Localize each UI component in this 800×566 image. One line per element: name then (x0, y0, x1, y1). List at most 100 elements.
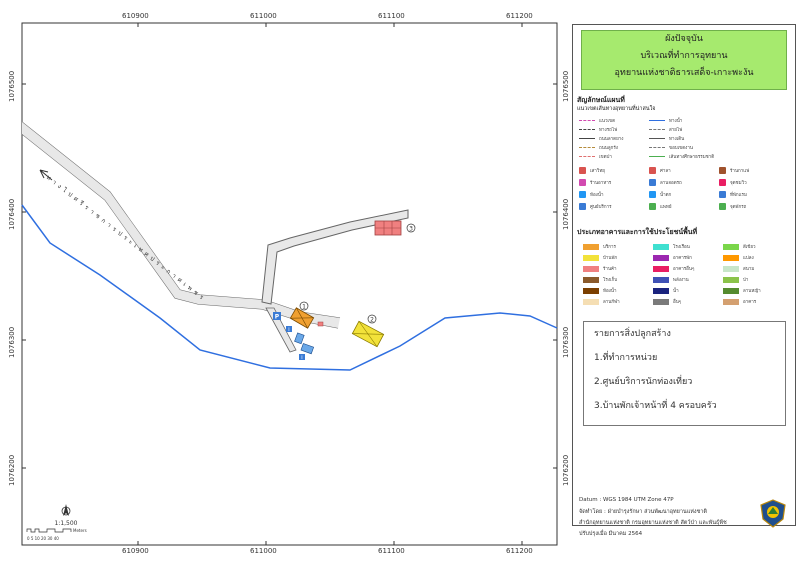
landuse-item-17-swatch (723, 287, 739, 294)
line-legend-item-1-swatch (579, 120, 595, 121)
title-line-2: บริเวณที่ทำการอุทยาน (640, 51, 728, 61)
north-arrow-icon (61, 504, 71, 516)
line-legend-item-6-label: ทางน้ำ (669, 119, 683, 124)
svg-text:2: 2 (370, 317, 374, 324)
landuse-item-13: สีเขียว (723, 243, 756, 250)
icon-legend-item-5-label: ลานจอดรถ (660, 181, 682, 186)
icon-legend-item-4-swatch (579, 179, 586, 186)
building-list-heading: รายการสิ่งปลูกสร้าง (594, 329, 671, 339)
title-box: ผังปัจจุบัน บริเวณที่ทำการอุทยาน อุทยานแ… (581, 30, 787, 90)
line-legend-item-6: ทางน้ำ (649, 117, 682, 124)
landuse-item-9: อาคารอื่นๆ (653, 265, 694, 272)
landuse-item-3: ร้านค้า (583, 265, 617, 272)
road-arrow (39, 169, 53, 181)
landuse-item-11-swatch (653, 287, 669, 294)
legend-subheading: แนวเขตเส้นทางอุทยานที่น่าสนใจ (577, 106, 656, 112)
landuse-item-15-label: สนาม (743, 267, 755, 272)
icon-legend-item-4-label: ร้านอาหาร (590, 181, 612, 186)
x-tick-top-1: 610900 (122, 12, 149, 20)
landuse-item-12-label: อื่นๆ (673, 300, 682, 305)
landuse-item-3-swatch (583, 265, 599, 272)
line-legend-item-4: ถนนลูกรัง (579, 144, 618, 151)
legend-panel: ผังปัจจุบัน บริเวณที่ทำการอุทยาน อุทยานแ… (572, 24, 796, 537)
icon-legend-item-11-label: แพทย์ (660, 205, 672, 210)
icon-legend-item-10-swatch (579, 203, 586, 210)
icon-legend-item-11-swatch (649, 203, 656, 210)
landuse-item-12-swatch (653, 298, 669, 305)
department-logo-icon (760, 499, 786, 528)
line-legend-item-9-swatch (649, 147, 665, 148)
marker-2: 2 (367, 314, 377, 324)
landuse-item-6-label: ลานกีฬา (603, 300, 620, 305)
marker-1: 1 (299, 301, 309, 311)
icon-legend-item-1-swatch (579, 167, 586, 174)
toilet-building-1 (294, 332, 305, 345)
icon-legend-item-10: ศูนย์บริการ (579, 203, 612, 210)
landuse-item-2-label: บ้านพัก (603, 256, 618, 261)
icon-legend-item-5-swatch (649, 179, 656, 186)
line-legend-item-7-label: สายไฟ (669, 128, 683, 133)
line-legend-item-2-swatch (579, 129, 595, 130)
icon-legend-item-3-label: ร้านกาแฟ (730, 169, 750, 174)
landuse-item-12: อื่นๆ (653, 298, 681, 305)
info-icon-2: i (299, 354, 305, 361)
small-shed (317, 321, 324, 327)
info-icon-1: i (286, 326, 292, 333)
footer-office: สำนักอุทยานแห่งชาติ กรมอุทยานแห่งชาติ สั… (579, 520, 727, 526)
landuse-item-10: พลังงาน (653, 276, 689, 283)
legend-heading: สัญลักษณ์แผนที่ (577, 96, 625, 104)
main-road-fill (22, 122, 340, 328)
icon-legend-item-7-label: ห้องน้ำ (590, 193, 604, 198)
icon-legend-item-4: ร้านอาหาร (579, 179, 611, 186)
svg-text:1: 1 (302, 304, 306, 311)
line-legend-item-9: ขอบเขตงาน (649, 144, 693, 151)
landuse-item-3-label: ร้านค้า (603, 267, 617, 272)
scale-bar (26, 528, 72, 533)
building-item-2: 2.ศูนย์บริการนักท่องเที่ยว (594, 377, 693, 387)
road-label: ทางไปศรีราชการประเทศประกาศเพชร (45, 173, 208, 303)
icon-legend-item-6-label: จุดชมวิว (730, 181, 747, 186)
building-1 (289, 307, 315, 329)
icon-legend-item-11: แพทย์ (649, 203, 671, 210)
x-tick-bottom-4: 611200 (506, 547, 533, 555)
landuse-item-7: โรงเรือน (653, 243, 690, 250)
landuse-item-15: สนาม (723, 265, 754, 272)
line-legend-item-3-label: ถนนลาดยาง (599, 137, 624, 142)
icon-legend-item-9-label: ที่พักแรม (730, 193, 747, 198)
map-frame (21, 22, 558, 546)
line-legend-item-3-swatch (579, 138, 595, 139)
landuse-item-5-swatch (583, 287, 599, 294)
icon-legend-item-9: ที่พักแรม (719, 191, 747, 198)
building-item-1: 1.ที่ทำการหน่วย (594, 353, 658, 363)
landuse-item-4-label: โรงเก็บ (603, 278, 618, 283)
icon-legend-item-12: จุดพักรถ (719, 203, 746, 210)
landuse-item-16-swatch (723, 276, 739, 283)
line-legend-item-5: เขตป่า (579, 153, 612, 160)
grid-ticks (22, 23, 557, 545)
landuse-item-10-label: พลังงาน (673, 278, 689, 283)
icon-legend-item-2-label: ศาลา (660, 169, 671, 174)
building-item-3: 3.บ้านพักเจ้าหน้าที่ 4 ครอบครัว (594, 401, 717, 411)
icon-legend-item-2: ศาลา (649, 167, 671, 174)
svg-text:i: i (301, 355, 302, 361)
landuse-item-2: บ้านพัก (583, 254, 617, 261)
landuse-item-1-swatch (583, 243, 599, 250)
landuse-item-7-swatch (653, 243, 669, 250)
landuse-item-17-label: ลานหญ้า (743, 289, 761, 294)
landuse-item-6: ลานกีฬา (583, 298, 620, 305)
line-legend-item-1: แนวเขต (579, 117, 615, 124)
line-legend-item-9-label: ขอบเขตงาน (669, 146, 693, 151)
branch-road (261, 209, 409, 305)
title-line-3: อุทยานแห่งชาติธารเสด็จ-เกาะพะงัน (614, 68, 754, 78)
landuse-item-11-label: น้ำ (673, 289, 679, 294)
icon-legend-item-10-label: ศูนย์บริการ (590, 205, 612, 210)
landuse-item-14-swatch (723, 254, 739, 261)
landuse-item-17: ลานหญ้า (723, 287, 761, 294)
line-legend-item-1-label: แนวเขต (599, 119, 616, 124)
line-legend-item-4-swatch (579, 147, 595, 148)
landuse-item-13-label: สีเขียว (743, 245, 756, 250)
landuse-item-2-swatch (583, 254, 599, 261)
landuse-item-8-label: อาคารพัก (673, 256, 692, 261)
building-2 (351, 320, 385, 348)
